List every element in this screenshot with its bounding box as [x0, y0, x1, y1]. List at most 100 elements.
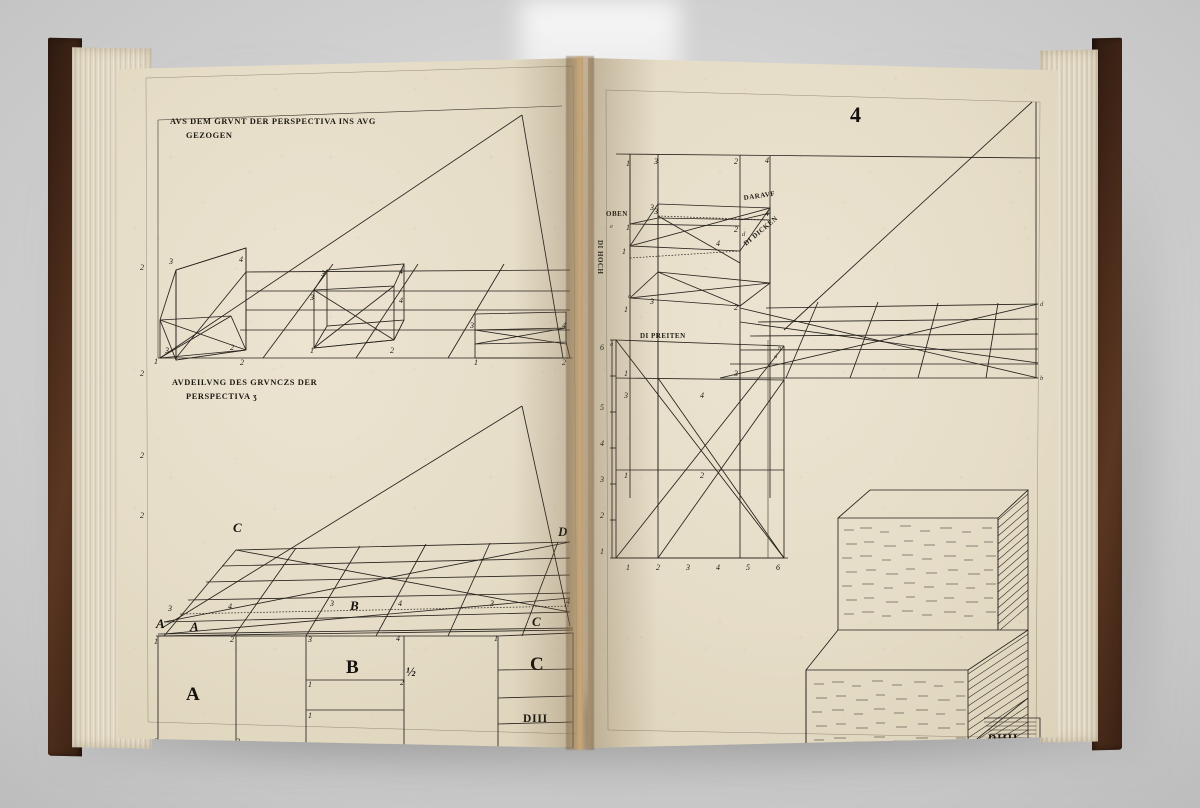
- figure-letter-A: A: [155, 616, 165, 631]
- plan-number: 3: [653, 157, 658, 166]
- scale-number: 2: [600, 511, 604, 520]
- caption-darauf: DARAVF: [743, 190, 775, 202]
- point-letter-d-cube: d: [742, 231, 746, 238]
- edge-letter-b: b: [1040, 375, 1044, 382]
- plan-number: 1: [626, 223, 630, 232]
- grid-number: 4: [228, 602, 232, 611]
- left-page: 3 4 3 2 1 2 3 4 3 4 1 2 3 4 1 2 AVS DEM …: [118, 58, 583, 748]
- cube-number: 1: [622, 247, 626, 256]
- fraction-one-half: ½: [406, 664, 416, 679]
- plan-number: 4: [765, 156, 769, 165]
- right-page-diagram: 4 OBEN: [596, 89, 1044, 747]
- vertex-number: 4: [562, 321, 566, 330]
- cube-elevation-left: [159, 247, 247, 361]
- stone-block-perspective: [805, 489, 1041, 747]
- grid-number: 2: [154, 737, 158, 746]
- hatch-lower-right-face: [967, 633, 1029, 747]
- baseline-number: 6: [776, 563, 780, 572]
- vertex-number: 1: [310, 346, 314, 355]
- scale-number: 1: [600, 547, 604, 556]
- plan-number: 3: [733, 369, 738, 378]
- grid-number: 3: [329, 599, 334, 608]
- grid-number: 3: [307, 635, 312, 644]
- baseline-number: 4: [716, 563, 720, 572]
- stipple-upper-face: [842, 525, 996, 617]
- grid-number: 1: [308, 680, 312, 689]
- caption-lower-line1: AVDEILVNG DES GRVNCZS DER: [172, 378, 318, 387]
- vertex-number: 3: [309, 293, 314, 302]
- cube-number: 3: [649, 297, 654, 306]
- vertex-number: 3: [320, 269, 325, 278]
- plan-number: 3: [623, 391, 628, 400]
- left-page-diagram: 3 4 3 2 1 2 3 4 3 4 1 2 3 4 1 2 AVS DEM …: [140, 65, 578, 748]
- baseline-number: 5: [746, 563, 750, 572]
- hatch-upper-right-face: [997, 493, 1029, 631]
- vertex-number: 2: [230, 343, 234, 352]
- plan-number: 4: [765, 209, 769, 218]
- vertex-number: 1: [154, 357, 158, 366]
- caption-lower-line2: PERSPECTIVA ʒ: [186, 392, 257, 401]
- plan-number: 1: [624, 471, 628, 480]
- plan-number: 2: [734, 225, 738, 234]
- vertex-number: 4: [399, 267, 403, 276]
- margin-number: 2: [140, 451, 144, 460]
- cube-number: 2: [734, 303, 738, 312]
- cube-number: 4: [716, 239, 720, 248]
- page-signature-right: DIIII: [988, 733, 1018, 745]
- baseline-number: 2: [656, 563, 660, 572]
- caption-di-hoch: DI HOCH: [596, 240, 604, 274]
- grid-number: 3: [489, 599, 494, 608]
- plan-number: 3: [653, 207, 658, 216]
- grid-number: 4: [396, 634, 400, 643]
- figure-letter-A-alt: A: [189, 619, 199, 634]
- point-letter-a: a: [610, 341, 614, 348]
- cube-middle: [313, 263, 405, 350]
- margin-number: 2: [140, 511, 144, 520]
- point-letter-b: b: [778, 345, 782, 352]
- grid-number: 4: [398, 599, 402, 608]
- grid-number: 1: [308, 711, 312, 720]
- vertex-number: 3: [168, 257, 173, 266]
- edge-letter-d: d: [1040, 301, 1044, 308]
- grid-number: 1: [494, 634, 498, 643]
- figure-letter-B: B: [349, 598, 359, 613]
- book-gutter-crease: [566, 56, 594, 750]
- point-letter-c: c: [628, 293, 631, 300]
- vertex-number: 2: [240, 358, 244, 367]
- perspective-cube: [629, 203, 771, 307]
- caption-di-preiten: DI PREITEN: [640, 332, 686, 340]
- caption-oben: OBEN: [606, 210, 628, 218]
- plate-number: 4: [850, 102, 861, 127]
- vertex-number: 1: [474, 358, 478, 367]
- vertex-number: 4: [239, 255, 243, 264]
- scale-number: 5: [600, 403, 604, 412]
- figure-letter-C-alt: C: [532, 614, 541, 629]
- grid-number: 3: [235, 737, 240, 746]
- plan-number: 1: [626, 159, 630, 168]
- point-letter-e: e: [610, 223, 613, 230]
- plan-number: 2: [700, 471, 704, 480]
- plan-number: 1: [624, 369, 628, 378]
- vertex-number: 3: [164, 346, 169, 355]
- box-label-A: A: [186, 684, 200, 705]
- plan-number: 2: [734, 157, 738, 166]
- vertex-number: 4: [399, 296, 403, 305]
- vertex-number: 3: [469, 321, 474, 330]
- box-label-C: C: [530, 654, 544, 675]
- vertex-number: 2: [390, 346, 394, 355]
- box-label-B: B: [346, 657, 359, 678]
- cube-number: 1: [624, 305, 628, 314]
- point-letter-d: d: [774, 353, 778, 360]
- grid-number: 1: [154, 637, 158, 646]
- vertex-number: 2: [562, 358, 566, 367]
- baseline-number: 1: [626, 563, 630, 572]
- scale-number: 4: [600, 439, 604, 448]
- scale-number: 3: [599, 475, 604, 484]
- grid-number: 2: [400, 678, 404, 687]
- right-page: 4 OBEN: [588, 58, 1058, 748]
- grid-number: 3: [167, 604, 172, 613]
- caption-title-line2: GEZOGEN: [186, 131, 233, 140]
- cube-right: [474, 311, 571, 359]
- grid-number: 2: [230, 635, 234, 644]
